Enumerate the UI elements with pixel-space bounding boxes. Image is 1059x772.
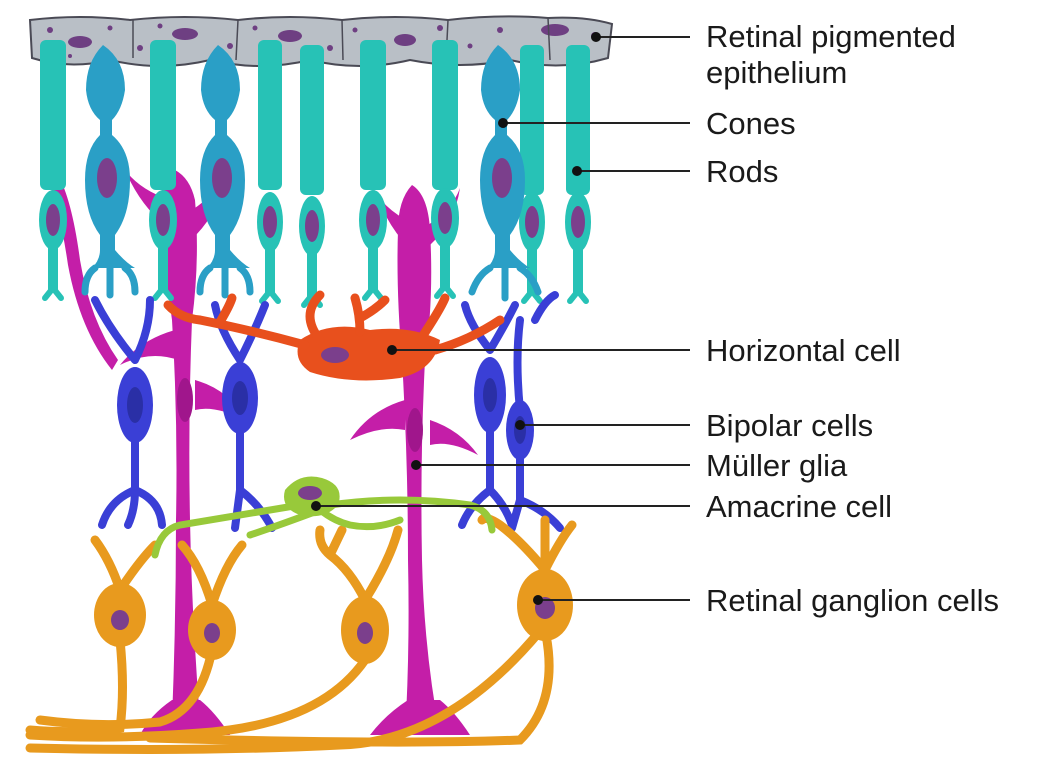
label-epithelium-line2: epithelium — [706, 55, 847, 90]
leader-dot-horizontal — [387, 345, 397, 355]
label-epithelium-line1: Retinal pigmented — [706, 19, 956, 54]
leader-dot-cones — [498, 118, 508, 128]
label-cones: Cones — [706, 106, 796, 141]
labels: Retinal pigmented epithelium Cones Rods … — [706, 19, 999, 618]
label-amacrine-cell: Amacrine cell — [706, 489, 892, 524]
label-muller-glia: Müller glia — [706, 448, 848, 483]
label-bipolar-cells: Bipolar cells — [706, 408, 873, 443]
leader-dot-ganglion — [533, 595, 543, 605]
leader-dot-rods — [572, 166, 582, 176]
label-horizontal-cell: Horizontal cell — [706, 333, 901, 368]
label-ganglion-cells: Retinal ganglion cells — [706, 583, 999, 618]
leader-dot-muller — [411, 460, 421, 470]
leader-dot-bipolar — [515, 420, 525, 430]
leader-dot-epithelium — [591, 32, 601, 42]
label-rods: Rods — [706, 154, 778, 189]
leader-dot-amacrine — [311, 501, 321, 511]
ganglion-cells — [30, 518, 573, 749]
